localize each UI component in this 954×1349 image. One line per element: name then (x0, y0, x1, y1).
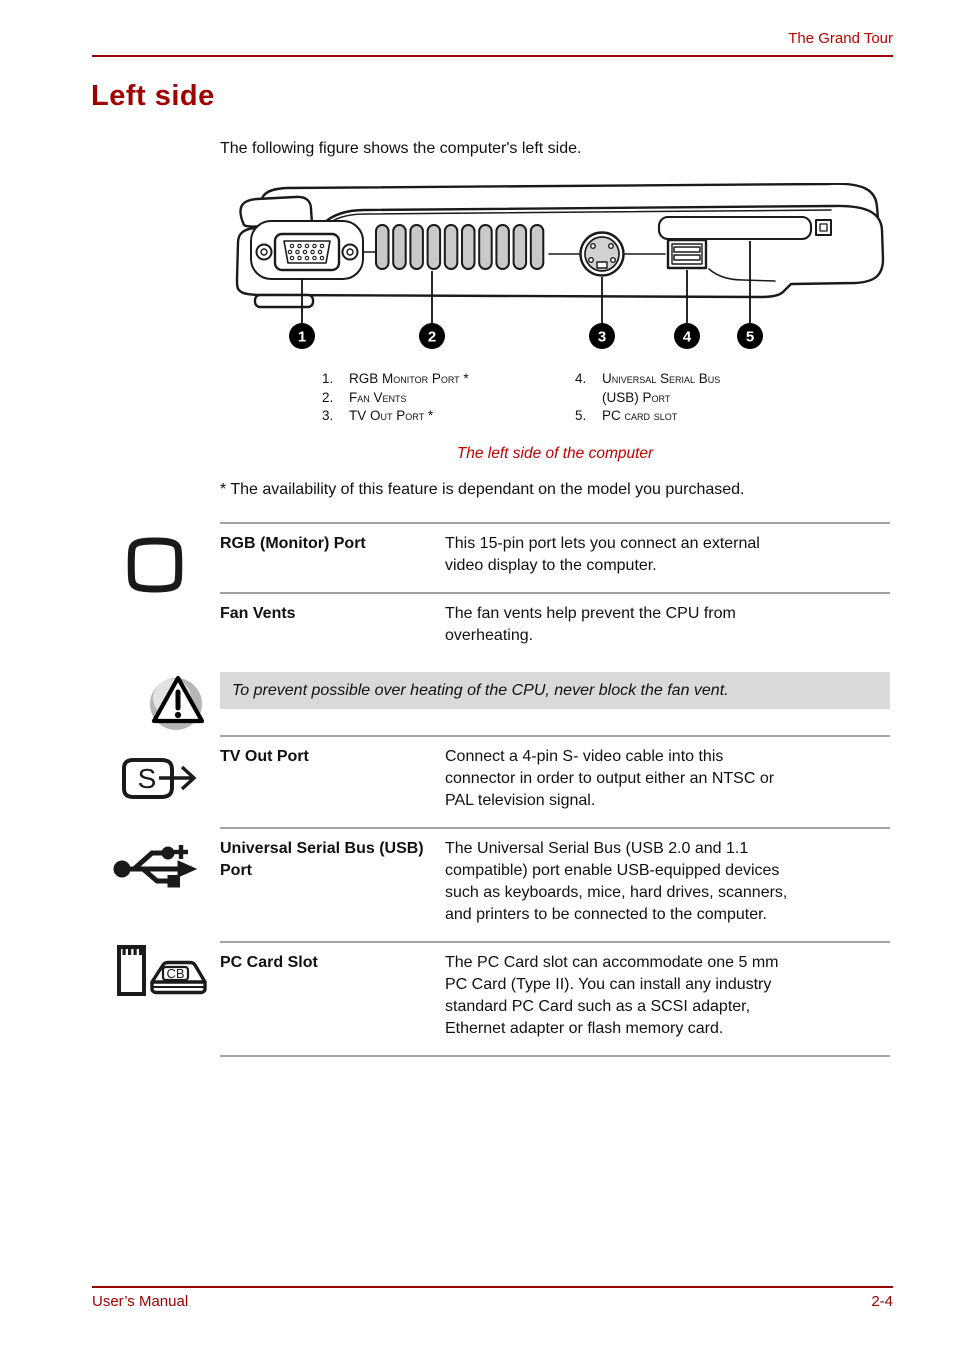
legend-item: 2. Fan Vents (322, 389, 407, 405)
laptop-lid-corner (239, 195, 314, 228)
table-row: RGB (Monitor) Port This 15-pin port lets… (220, 522, 890, 592)
description: The Universal Serial Bus (USB 2.0 and 1.… (445, 840, 788, 923)
term: Fan Vents (220, 605, 296, 622)
figure-legend-left: 1. RGB Monitor Port * 2. Fan Vents 3. TV… (322, 370, 557, 426)
callout-4-number: 4 (683, 329, 692, 346)
term: PC Card Slot (220, 954, 318, 971)
intro-text: The following figure shows the computer'… (220, 140, 582, 157)
description: Connect a 4-pin S- video cable into this… (445, 748, 775, 809)
description: This 15-pin port lets you connect an ext… (445, 535, 760, 574)
svg-text:S: S (138, 763, 157, 794)
callout-3-number: 3 (598, 329, 606, 346)
description: The fan vents help prevent the CPU from … (445, 605, 736, 644)
table-row: TV Out Port Connect a 4-pin S- video cab… (220, 735, 890, 827)
footer-page-number: 2-4 (871, 1293, 893, 1310)
callout-3 (589, 323, 615, 349)
callout-2 (419, 323, 445, 349)
page-title: Left side (91, 80, 215, 112)
description: The PC Card slot can accommodate one 5 m… (445, 954, 779, 1037)
term: TV Out Port (220, 748, 309, 765)
figure-caption: The left side of the computer (456, 445, 654, 462)
footer-rule (92, 1286, 893, 1288)
table-row: Universal Serial Bus (USB) Port The Univ… (220, 827, 890, 941)
callout-4 (674, 323, 700, 349)
monitor-icon (127, 537, 183, 593)
svg-text:CB: CB (166, 966, 184, 981)
header-rule (92, 55, 893, 57)
fan-vents (375, 224, 545, 270)
callout-5 (737, 323, 763, 349)
footer-document-title: User’s Manual (92, 1293, 189, 1310)
laptop-foot (253, 293, 315, 309)
warning-icon (150, 675, 205, 730)
s-video-icon: S (122, 758, 197, 799)
usb-icon (113, 845, 198, 888)
table-row: Fan Vents The fan vents help prevent the… (220, 592, 890, 662)
pc-card-slot (657, 215, 813, 241)
spec-table: RGB (Monitor) Port This 15-pin port lets… (220, 522, 890, 1057)
figure-legend-right: 4. Universal Serial Bus (USB) Port 5. PC… (575, 370, 775, 426)
callout-1-number: 1 (298, 329, 306, 346)
availability-note: * The availability of this feature is de… (220, 481, 745, 498)
running-header: The Grand Tour (788, 30, 893, 47)
table-row: PC Card Slot The PC Card slot can accomm… (220, 941, 890, 1057)
laptop-left-side-figure: 1 2 3 4 5 (235, 183, 885, 349)
pc-card-icon: CB (117, 945, 207, 996)
callout-1 (289, 323, 315, 349)
legend-item: 3. TV Out Port * (322, 408, 434, 423)
term: Universal Serial Bus (USB) Port (220, 840, 424, 879)
term: RGB (Monitor) Port (220, 535, 366, 552)
caution-note: To prevent possible over heating of the … (220, 672, 890, 709)
legend-item: 1. RGB Monitor Port * (322, 371, 469, 386)
legend-item: 5. PC card slot (575, 408, 678, 423)
legend-item: 4. Universal Serial Bus (USB) Port (575, 371, 721, 405)
callout-2-number: 2 (428, 329, 436, 346)
callout-5-number: 5 (746, 329, 754, 346)
